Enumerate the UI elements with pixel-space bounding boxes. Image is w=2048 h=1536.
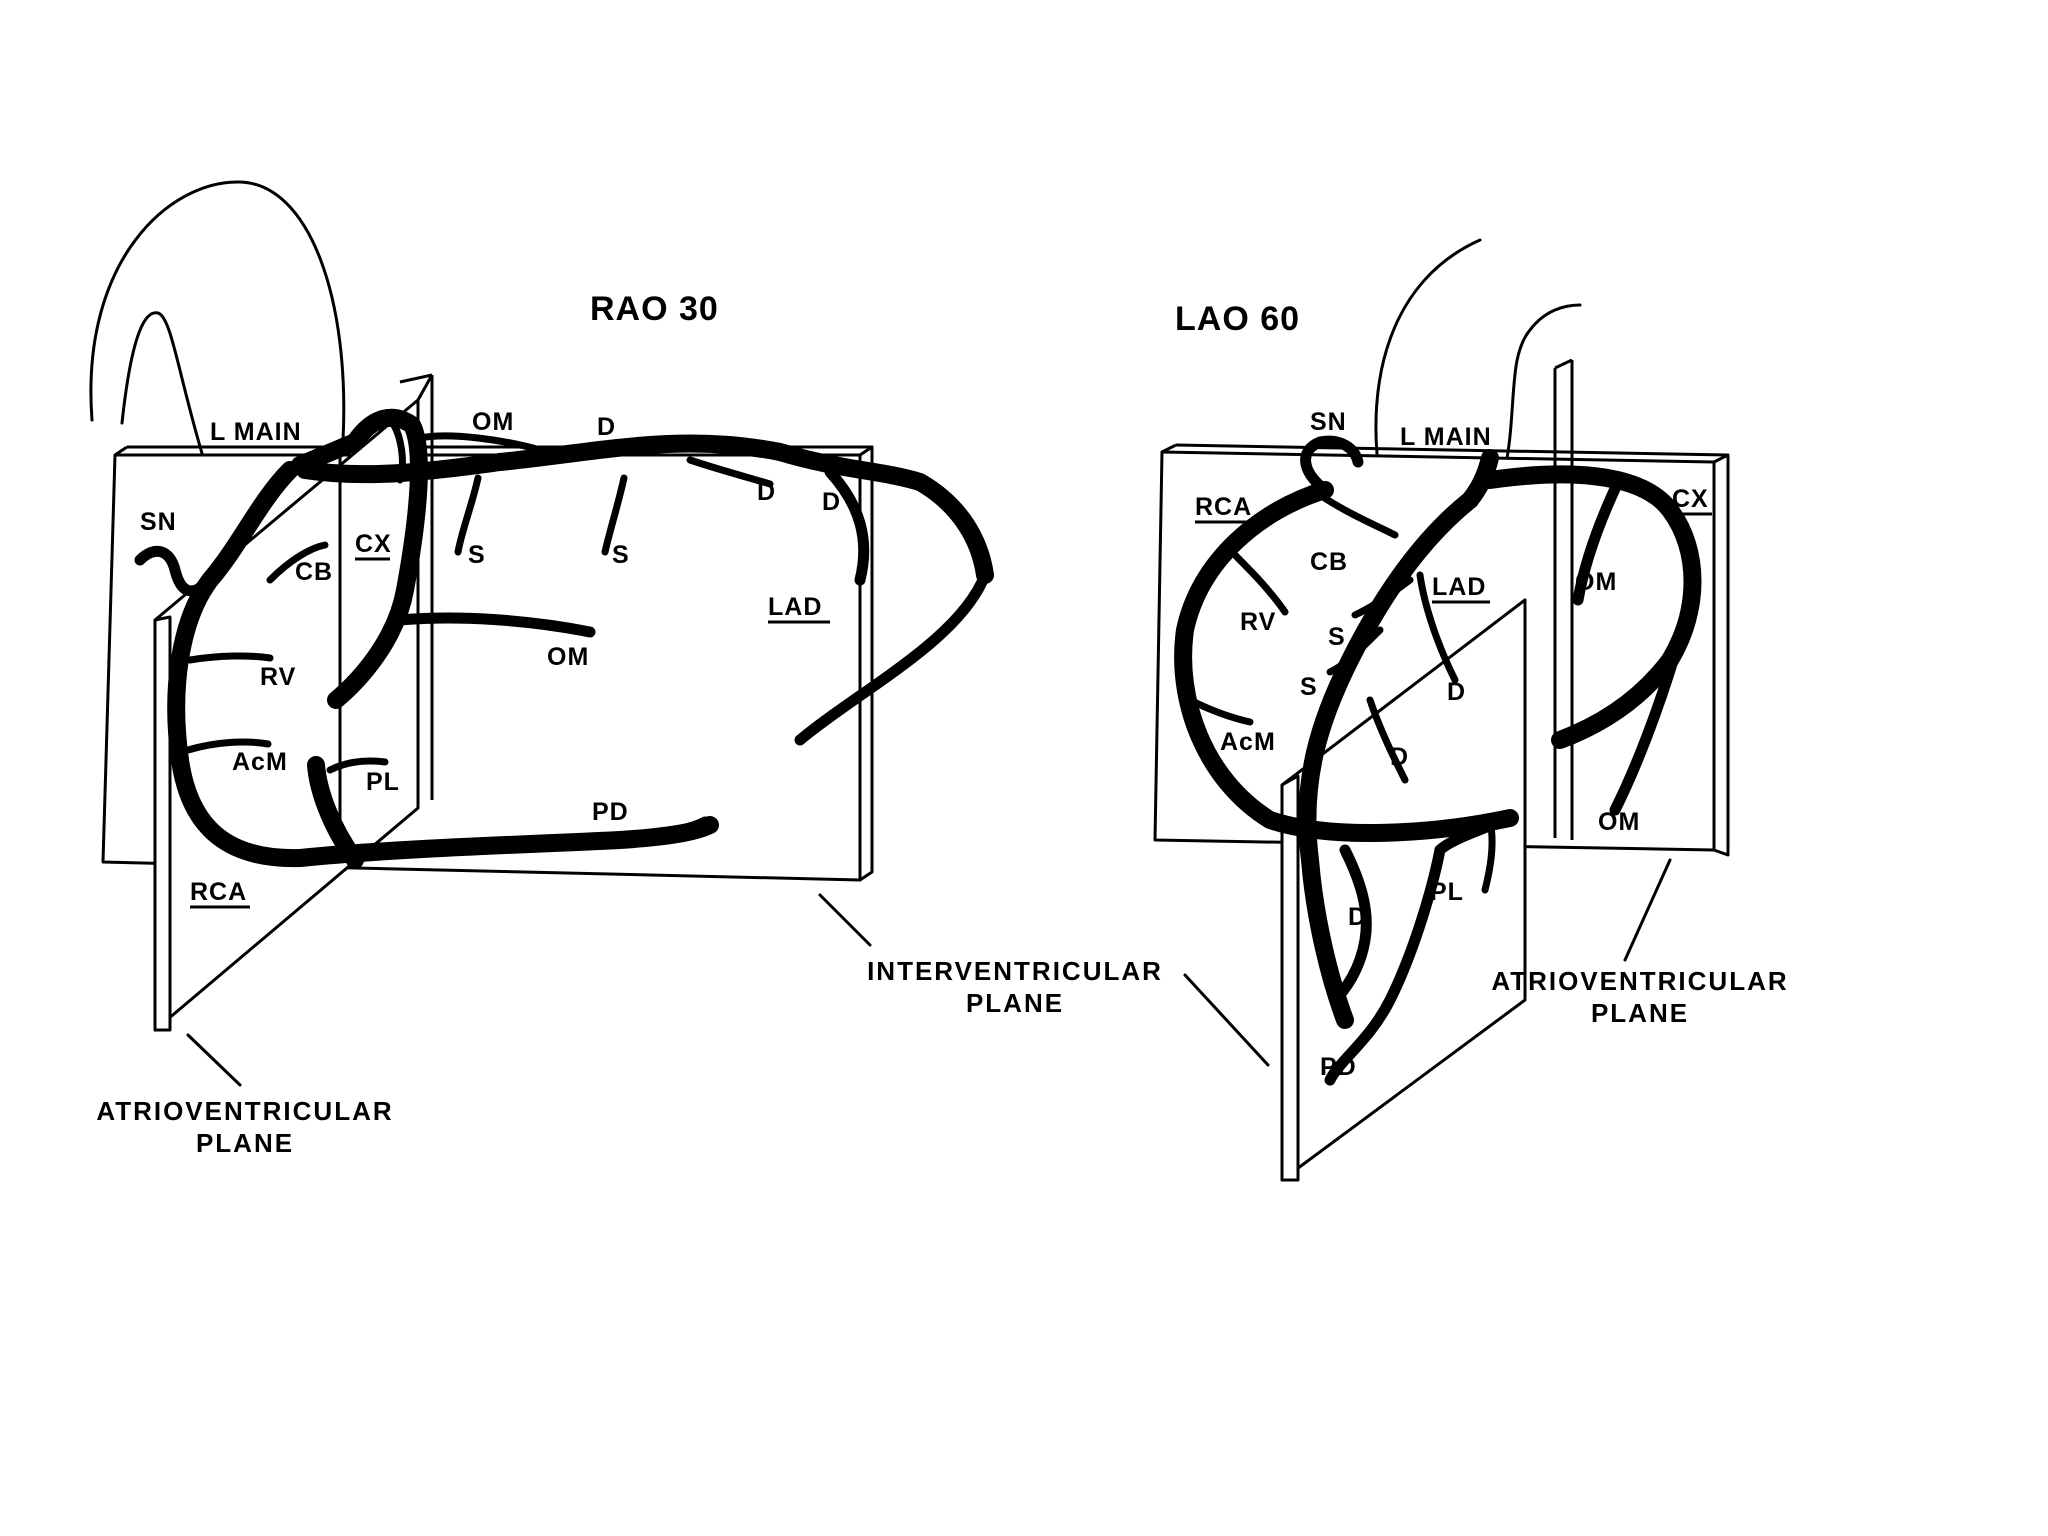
lao-label-pl: PL: [1430, 878, 1464, 906]
lao-label-rv: RV: [1240, 608, 1276, 636]
lao-label-s2: S: [1300, 673, 1318, 701]
rao-label-rv: RV: [260, 663, 296, 691]
rao-vessels: [134, 408, 994, 869]
rao-av-caption-leader: [186, 1033, 242, 1087]
rao-title: RAO 30: [590, 290, 719, 328]
rao-atrioventricular-plane: [153, 373, 434, 1032]
lao-label-rca: RCA: [1195, 493, 1252, 521]
lao-interventricular-plane: [1280, 598, 1527, 1182]
rao-label-pd: PD: [592, 798, 629, 826]
rao-label-acm: AcM: [232, 748, 288, 776]
lao-label-pd: PD: [1320, 1053, 1357, 1081]
lao-av-caption-line1: ATRIOVENTRICULAR: [1491, 966, 1788, 996]
rao-label-d3: D: [822, 488, 841, 516]
lao-label-d3: D: [1348, 903, 1367, 931]
rao-figure: RAO 30 L MAIN OM D SN CB CX S S D D LAD …: [89, 180, 994, 1158]
lao-title: LAO 60: [1175, 300, 1300, 338]
lao-atrioventricular-plane: [1153, 358, 1730, 857]
lao-label-l-main: L MAIN: [1400, 423, 1492, 451]
lao-catheter-inner: [1498, 303, 1582, 492]
rao-label-s2: S: [612, 541, 630, 569]
rao-label-s1: S: [468, 541, 486, 569]
rao-label-lad: LAD: [768, 593, 822, 621]
rao-av-caption-line1: ATRIOVENTRICULAR: [96, 1096, 393, 1126]
interventricular-caption: INTERVENTRICULAR PLANE: [818, 893, 1270, 1067]
lao-catheter-outer: [1374, 238, 1482, 482]
lao-figure: LAO 60 SN L MAIN RCA CX CB LAD OM RV S S…: [1153, 238, 1788, 1182]
rao-label-pl: PL: [366, 768, 400, 796]
rao-label-cx: CX: [355, 530, 392, 558]
iv-caption-line1: INTERVENTRICULAR: [867, 956, 1163, 986]
rao-catheter-outer: [89, 180, 346, 442]
lao-label-s1: S: [1328, 623, 1346, 651]
lao-label-cx: CX: [1672, 485, 1709, 513]
lao-label-d2: D: [1390, 743, 1409, 771]
lao-vessels: [1174, 435, 1702, 1086]
lao-label-acm: AcM: [1220, 728, 1276, 756]
rao-label-om-top: OM: [472, 408, 514, 436]
iv-caption-leader-left: [818, 893, 872, 947]
rao-label-rca: RCA: [190, 878, 247, 906]
lao-av-caption-line2: PLANE: [1591, 998, 1689, 1028]
iv-caption-leader-right: [1183, 973, 1270, 1067]
lao-av-caption-leader: [1623, 858, 1672, 962]
rao-label-om-mid: OM: [547, 643, 589, 671]
rao-label-l-main: L MAIN: [210, 418, 302, 446]
rao-label-d-top: D: [597, 413, 616, 441]
rao-label-sn: SN: [140, 508, 177, 536]
rao-av-caption-line2: PLANE: [196, 1128, 294, 1158]
iv-caption-line2: PLANE: [966, 988, 1064, 1018]
lao-label-om1: OM: [1575, 568, 1617, 596]
lao-label-sn: SN: [1310, 408, 1347, 436]
lao-label-lad: LAD: [1432, 573, 1486, 601]
rao-label-cb: CB: [295, 558, 333, 586]
lao-label-om2: OM: [1598, 808, 1640, 836]
lao-label-d1: D: [1447, 678, 1466, 706]
lao-label-cb: CB: [1310, 548, 1348, 576]
rao-label-d2: D: [757, 478, 776, 506]
